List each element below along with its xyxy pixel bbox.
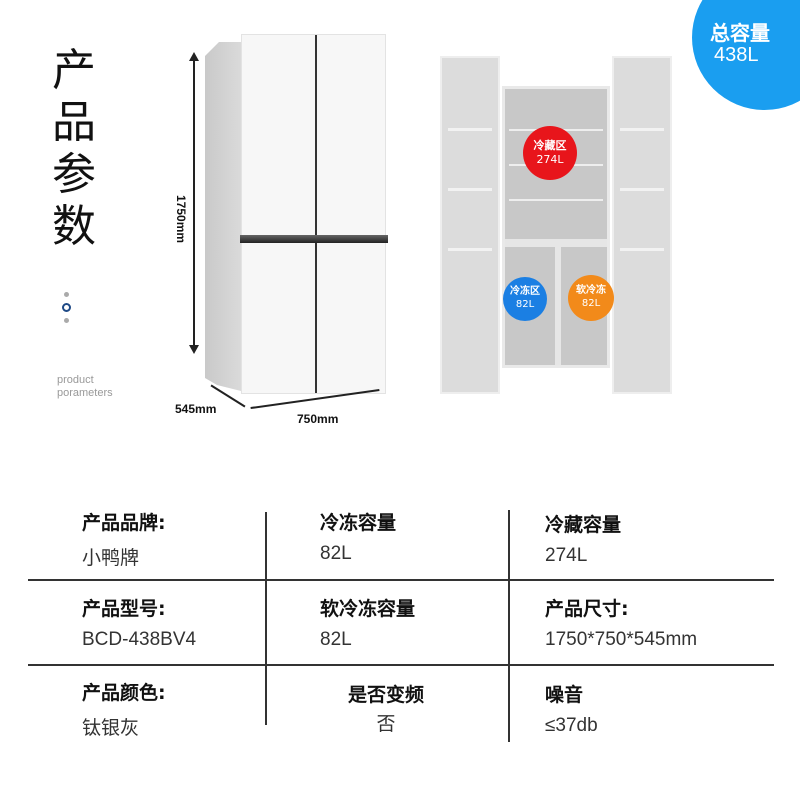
- spec-value: 小鸭牌: [82, 548, 140, 569]
- fridge-front: [240, 34, 388, 394]
- spec-label: 软冷冻容量: [320, 598, 416, 620]
- right-doors: [612, 56, 672, 394]
- spec-value: 274L: [545, 545, 588, 566]
- spec-label: 是否变频: [347, 684, 424, 706]
- title-char: 参: [52, 149, 96, 200]
- spec-label: 产品型号:: [82, 598, 166, 620]
- spec-value: BCD-438BV4: [82, 629, 197, 650]
- spec-value: 钛银灰: [82, 718, 140, 739]
- spec-label: 产品品牌:: [82, 512, 166, 534]
- spec-cell: 冷冻容量 82L: [320, 508, 396, 565]
- handle-bar: [240, 235, 388, 243]
- fridge-closed-image: [205, 32, 388, 404]
- depth-dimension: 545mm: [175, 402, 217, 416]
- spec-value: ≤37db: [545, 715, 598, 736]
- zone-value: 82L: [581, 298, 601, 309]
- fridge-open-image: [440, 56, 672, 396]
- zone-badge-soft-freeze: 软冷冻 82L: [568, 275, 614, 321]
- zone-label: 冷藏区: [533, 139, 567, 152]
- zone-value: 274L: [536, 153, 564, 166]
- total-value: 438L: [714, 44, 759, 66]
- subtitle: product porameters: [57, 374, 113, 400]
- spec-cell: 产品尺寸: 1750*750*545mm: [545, 594, 697, 651]
- spec-cell: 产品品牌: 小鸭牌: [82, 508, 166, 570]
- spec-label: 噪音: [545, 684, 584, 706]
- spec-label: 冷冻容量: [320, 512, 397, 534]
- spec-cell: 噪音 ≤37db: [545, 680, 598, 737]
- spec-value: 1750*750*545mm: [545, 629, 698, 650]
- subtitle-line: porameters: [57, 387, 113, 399]
- zone-badge-freezer: 冷冻区 82L: [503, 277, 547, 321]
- title-char: 品: [52, 97, 96, 148]
- spec-cell: 冷藏容量 274L: [545, 510, 621, 567]
- spec-cell: 产品颜色: 钛银灰: [82, 678, 166, 740]
- door-split: [315, 35, 317, 393]
- col-divider: [508, 510, 510, 742]
- zone-badge-fridge: 冷藏区 274L: [523, 126, 577, 180]
- spec-cell: 产品型号: BCD-438BV4: [82, 594, 196, 651]
- total-capacity-badge: 总容量 438L: [692, 0, 800, 110]
- spec-cell: 软冷冻容量 82L: [320, 594, 415, 651]
- pager-dot[interactable]: [63, 318, 69, 323]
- col-divider: [265, 512, 267, 725]
- total-label: 总容量: [710, 21, 770, 45]
- title-char: 数: [52, 201, 96, 252]
- left-doors: [440, 56, 500, 394]
- title-char: 产: [52, 45, 96, 96]
- row-divider: [28, 664, 774, 666]
- spec-table: 产品品牌: 小鸭牌 冷冻容量 82L 冷藏容量 274L 产品型号: BCD-438BV…: [0, 500, 800, 760]
- spec-cell: 是否变频否: [336, 680, 436, 736]
- zone-label: 软冷冻: [576, 285, 606, 296]
- spec-label: 产品颜色:: [82, 682, 166, 704]
- height-dimension: 1750mm: [174, 195, 188, 244]
- subtitle-line: product: [57, 374, 94, 386]
- page-title: 产 品 参 数: [52, 45, 102, 253]
- pager-dots: [61, 292, 71, 329]
- spec-label: 产品尺寸:: [545, 598, 629, 620]
- spec-value: 82L: [320, 629, 352, 650]
- row-divider: [28, 579, 774, 581]
- spec-value: 否: [376, 714, 396, 735]
- zone-value: 82L: [515, 299, 535, 310]
- width-dimension: 750mm: [297, 412, 339, 426]
- pager-dot-active[interactable]: [61, 303, 71, 312]
- spec-label: 冷藏容量: [545, 514, 622, 536]
- pager-dot[interactable]: [63, 292, 69, 297]
- fridge-side: [205, 42, 245, 392]
- spec-value: 82L: [320, 543, 352, 564]
- height-arrow: [189, 52, 199, 354]
- zone-label: 冷冻区: [510, 286, 540, 297]
